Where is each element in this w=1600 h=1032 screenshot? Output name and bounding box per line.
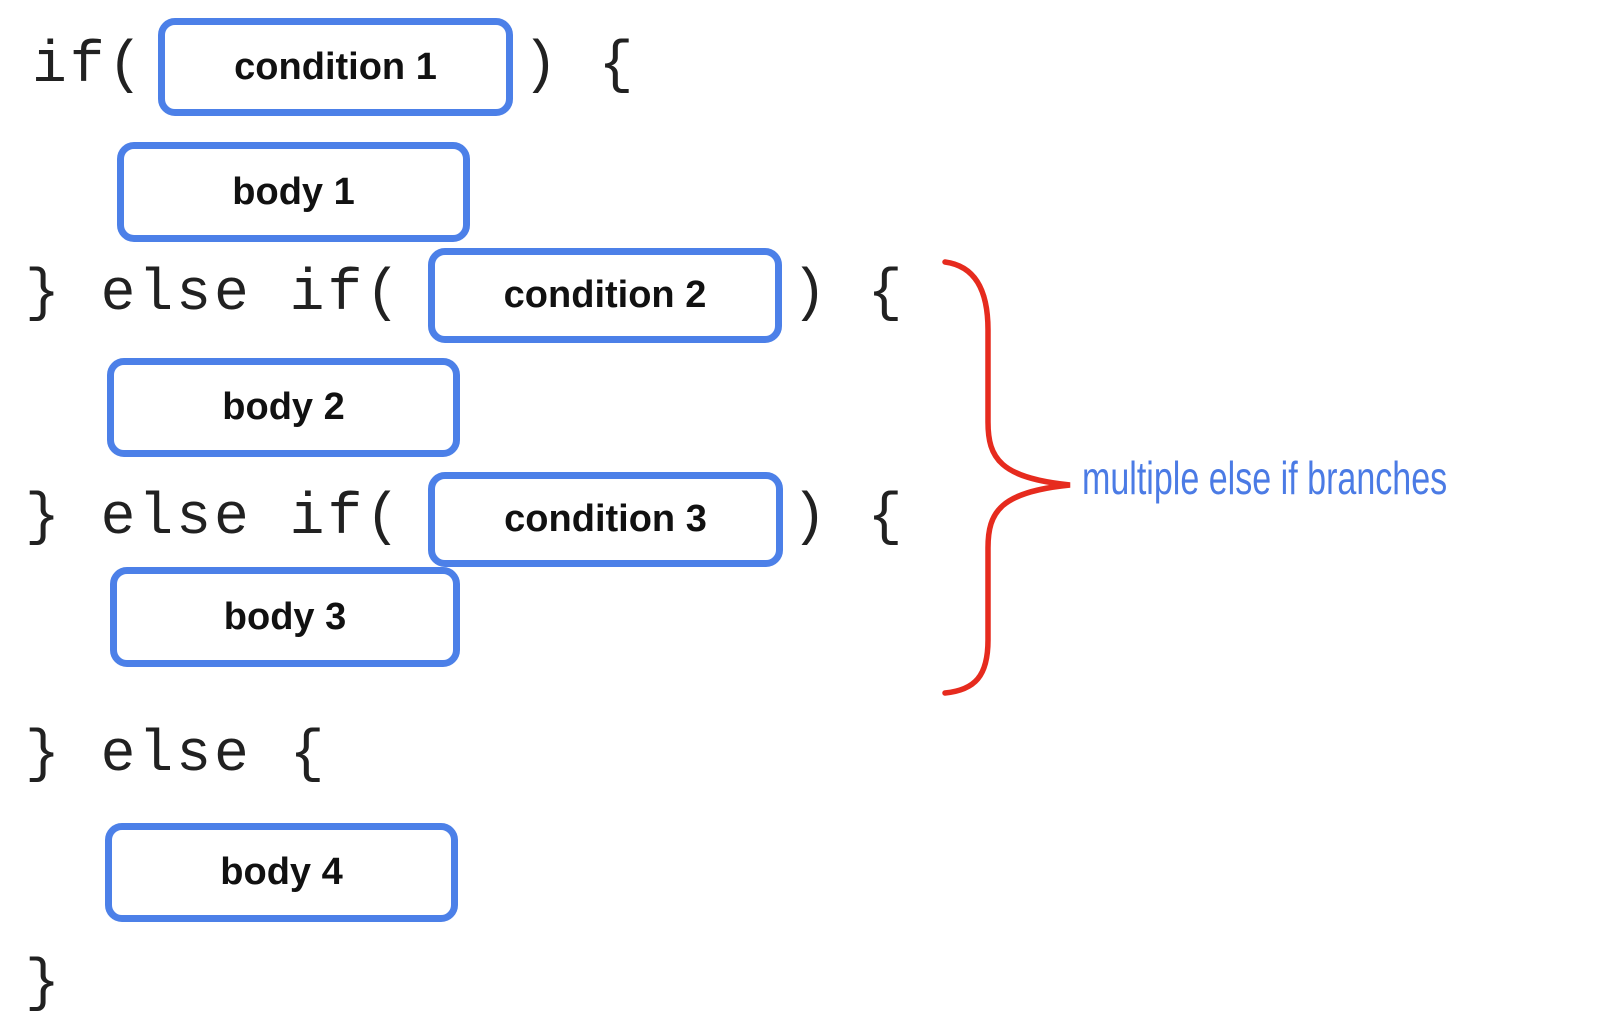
condition-2-label: condition 2 xyxy=(503,274,707,316)
code-elseif-1-close: ) { xyxy=(792,262,906,327)
code-elseif-1-open: } else if( xyxy=(25,262,404,327)
code-final-close: } xyxy=(25,952,63,1017)
condition-3-box: condition 3 xyxy=(428,472,783,567)
code-if-close: ) { xyxy=(523,34,637,99)
body-1-box: body 1 xyxy=(117,142,470,242)
condition-2-box: condition 2 xyxy=(428,248,782,343)
multiple-else-if-annotation: multiple else if branches xyxy=(1082,452,1448,504)
body-4-box: body 4 xyxy=(105,823,458,922)
code-elseif-2-close: ) { xyxy=(792,486,906,551)
condition-1-box: condition 1 xyxy=(158,18,513,116)
body-3-box: body 3 xyxy=(110,567,460,667)
code-if-open: if( xyxy=(32,34,146,99)
body-3-label: body 3 xyxy=(223,595,347,638)
condition-3-label: condition 3 xyxy=(504,498,707,540)
body-2-box: body 2 xyxy=(107,358,460,457)
condition-1-label: condition 1 xyxy=(234,45,437,88)
code-else-open: } else { xyxy=(25,723,328,788)
code-elseif-2-open: } else if( xyxy=(25,486,404,551)
curly-brace-icon xyxy=(942,259,1071,696)
body-4-label: body 4 xyxy=(220,851,343,893)
body-2-label: body 2 xyxy=(222,386,345,428)
body-1-label: body 1 xyxy=(232,170,355,213)
